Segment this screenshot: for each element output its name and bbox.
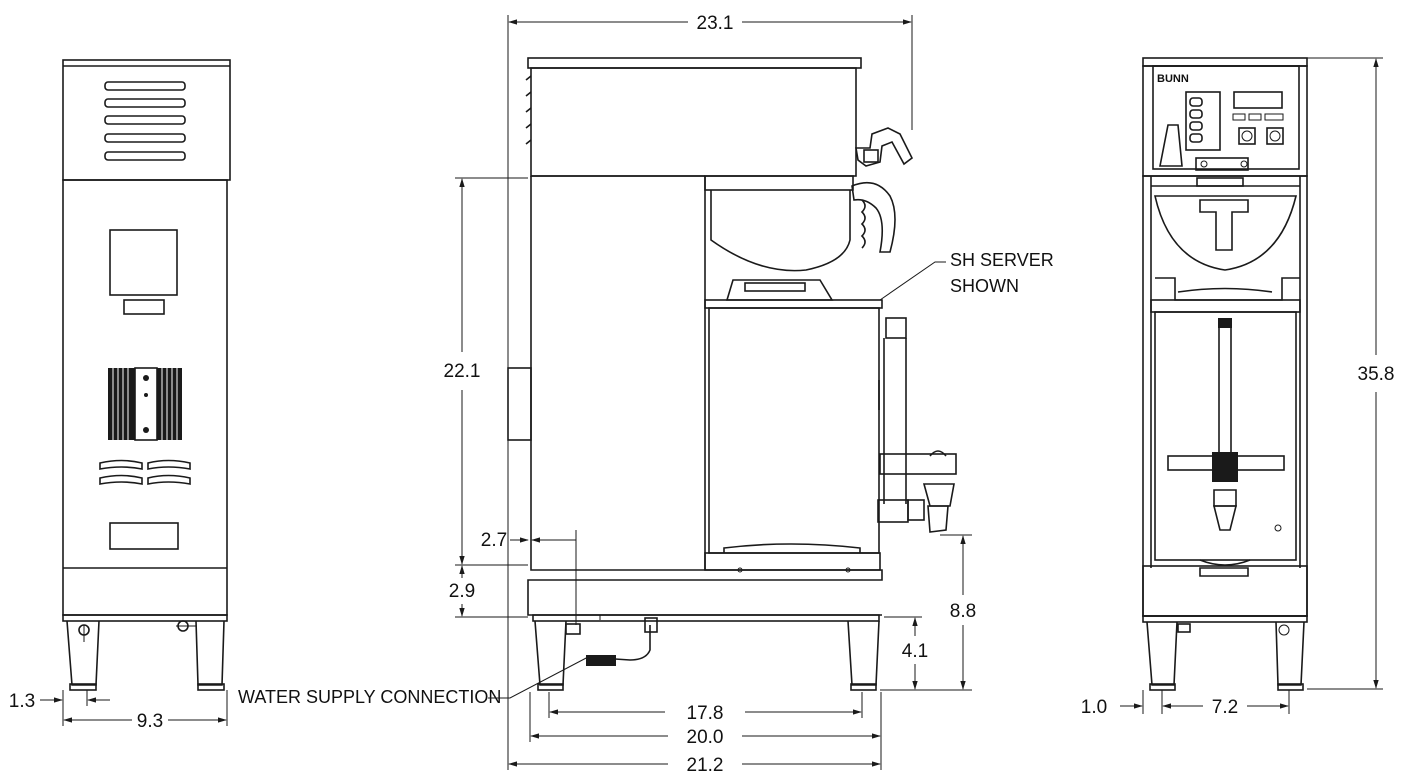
dim-2-9: 2.9 [449, 581, 475, 602]
dim-right-width: 7.2 [1212, 697, 1238, 718]
rear-dimensions: 9.3 1.3 [9, 690, 228, 732]
brand-logo-text: BUNN [1157, 73, 1189, 85]
server-label-line1: SH SERVER [950, 250, 1054, 270]
front-view: BUNN [1142, 57, 1308, 691]
dim-top-width: 23.1 [697, 13, 734, 34]
dim-4-1: 4.1 [902, 641, 928, 662]
dim-2-7: 2.7 [481, 530, 507, 551]
vent-louvers [104, 81, 186, 161]
side-view [507, 57, 957, 691]
water-supply-label: WATER SUPPLY CONNECTION [238, 687, 501, 707]
side-dimensions: 23.1 22.1 2.7 2.9 8.8 4.1 17.8 [444, 13, 977, 774]
heat-sink [108, 367, 182, 441]
dim-right-foot: 1.0 [1081, 697, 1107, 718]
dim-17-8: 17.8 [687, 703, 724, 724]
callouts: SH SERVER SHOWN WATER SUPPLY CONNECTION [238, 250, 1054, 707]
front-dimensions: 1.0 7.2 35.8 [1081, 57, 1395, 718]
rear-view [62, 59, 231, 691]
dim-20-0: 20.0 [687, 727, 724, 748]
dim-height-22: 22.1 [444, 361, 481, 382]
server-label-line2: SHOWN [950, 276, 1019, 296]
dim-8-8: 8.8 [950, 601, 976, 622]
dim-total-height: 35.8 [1358, 364, 1395, 385]
dim-left-foot: 1.3 [9, 691, 35, 712]
dim-left-width: 9.3 [137, 711, 163, 732]
dim-21-2: 21.2 [687, 755, 724, 774]
